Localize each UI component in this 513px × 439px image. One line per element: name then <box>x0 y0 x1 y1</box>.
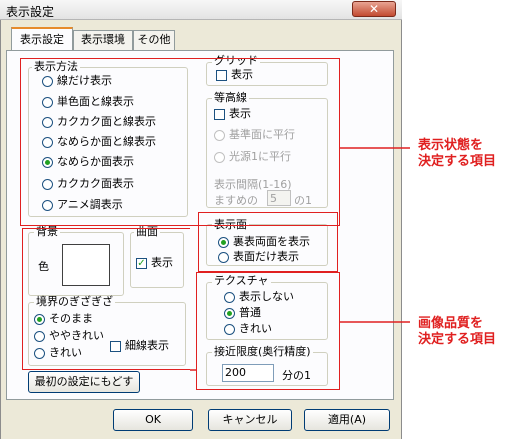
display-method-option-3[interactable]: なめらか面と線表示 <box>42 135 156 149</box>
contour-show-checkbox[interactable]: 表示 <box>214 107 251 121</box>
close-button[interactable]: ✕ <box>352 1 396 17</box>
contour-group <box>206 98 328 208</box>
contour-option-light[interactable]: 光源1に平行 <box>214 150 291 164</box>
ok-button[interactable]: OK <box>113 409 193 431</box>
background-group <box>28 232 124 296</box>
apply-button[interactable]: 適用(A) <box>304 409 390 431</box>
contour-interval-prefix: ますめの <box>214 194 258 207</box>
contour-option-base[interactable]: 基準面に平行 <box>214 128 295 142</box>
contour-interval-suffix: の1 <box>294 194 312 207</box>
grid-show-checkbox[interactable]: 表示 <box>216 68 253 82</box>
background-color-label: 色 <box>38 260 49 273</box>
display-state-highlight-extension <box>198 212 338 272</box>
proximity-suffix: 分の1 <box>282 369 311 382</box>
fine-line-checkbox[interactable]: 細線表示 <box>110 339 169 353</box>
contour-interval-label: 表示間隔(1-16) <box>214 178 292 191</box>
display-state-highlight <box>20 58 340 226</box>
display-method-group <box>28 67 188 217</box>
edge-label: 境界のぎざぎざ <box>34 295 115 308</box>
contour-interval-input[interactable]: 5 <box>267 190 291 206</box>
display-method-label: 表示方法 <box>32 60 80 73</box>
surface-group <box>206 224 328 266</box>
background-color-swatch[interactable] <box>62 244 110 286</box>
tab-display-environment[interactable]: 表示環境 <box>73 30 133 50</box>
display-state-annotation: 表示状態を 決定する項目 <box>418 138 497 169</box>
reset-defaults-button[interactable]: 最初の設定にもどす <box>28 371 140 393</box>
image-quality-highlight-left <box>22 228 190 370</box>
window-title: 表示設定 <box>6 5 55 19</box>
edge-option-somewhat-fine[interactable]: ややきれい <box>34 329 104 343</box>
grid-group <box>206 62 328 86</box>
display-method-option-2[interactable]: カクカク面と線表示 <box>42 115 156 129</box>
display-method-option-1[interactable]: 単色面と線表示 <box>42 95 134 109</box>
display-method-option-0[interactable]: 線だけ表示 <box>42 74 112 88</box>
tab-other[interactable]: その他 <box>133 30 175 50</box>
edge-option-fine[interactable]: きれい <box>34 346 82 360</box>
curve-show-checkbox[interactable]: ✓表示 <box>136 256 173 269</box>
texture-option-normal[interactable]: 普通 <box>224 306 261 320</box>
title-bar: 表示設定 ✕ <box>0 0 402 20</box>
texture-option-none[interactable]: 表示しない <box>224 290 294 304</box>
contour-label: 等高線 <box>212 91 249 104</box>
display-method-option-6[interactable]: アニメ調表示 <box>42 198 123 212</box>
cancel-button[interactable]: キャンセル <box>208 409 292 431</box>
display-method-option-5[interactable]: カクカク面表示 <box>42 177 134 191</box>
edge-option-as-is[interactable]: そのまま <box>34 312 93 326</box>
display-method-option-4[interactable]: なめらか面表示 <box>42 155 134 169</box>
surface-option-both[interactable]: 裏表両面を表示 <box>218 235 310 249</box>
surface-option-front[interactable]: 表面だけ表示 <box>218 250 299 264</box>
tab-display-settings[interactable]: 表示設定 <box>11 27 73 51</box>
proximity-label: 接近限度(奥行精度) <box>212 345 313 358</box>
image-quality-annotation: 画像品質を 決定する項目 <box>418 316 497 347</box>
texture-label: テクスチャ <box>212 274 271 287</box>
texture-option-fine[interactable]: きれい <box>224 322 272 336</box>
image-quality-highlight <box>196 272 340 390</box>
proximity-input[interactable]: 200 <box>222 364 274 382</box>
